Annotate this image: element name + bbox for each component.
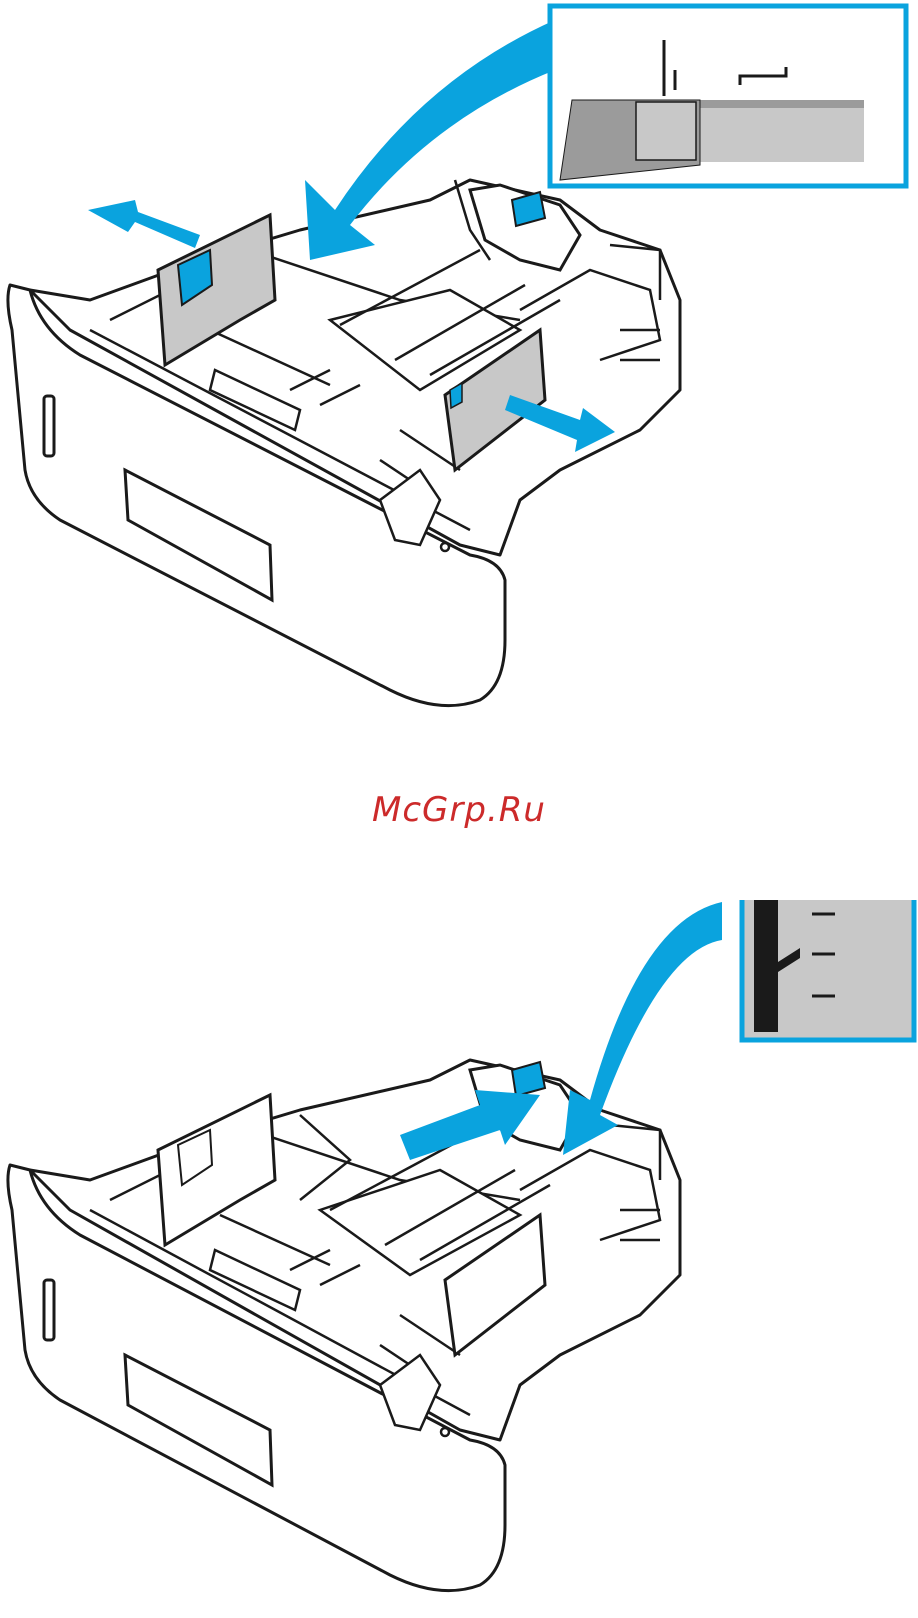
tray-figure-width-guides	[0, 0, 918, 740]
stack-height-inset-svg	[0, 900, 918, 1618]
tray-illustration-top	[0, 0, 918, 740]
tray-size-indicator	[44, 396, 54, 456]
tray-figure-length-guide	[0, 900, 918, 1618]
width-guide-inset	[550, 6, 906, 186]
left-guide-outward-arrow	[88, 200, 200, 248]
watermark: McGrp.Ru	[0, 790, 918, 830]
